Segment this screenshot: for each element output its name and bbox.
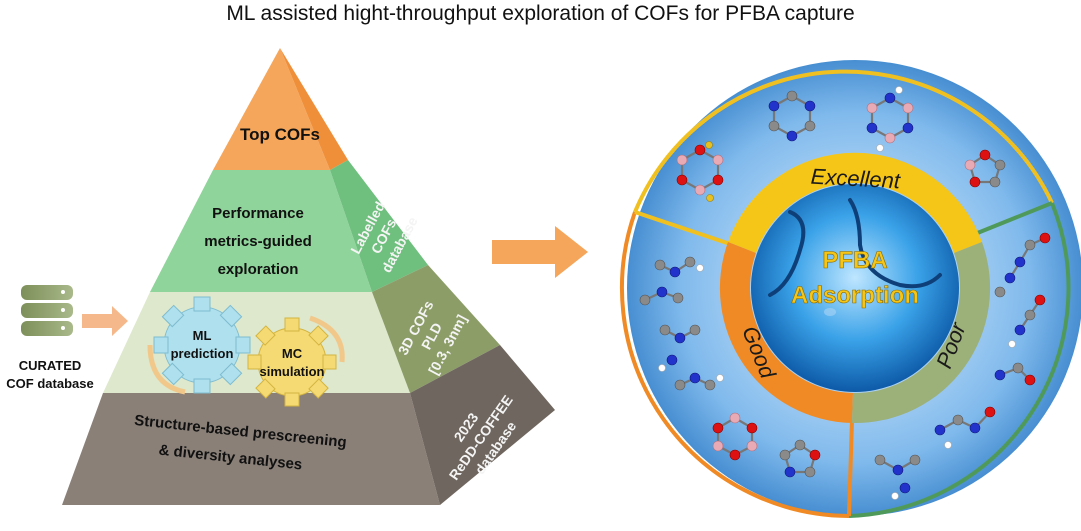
pyramid-level3-front <box>103 292 410 393</box>
pyramid-top-label: Top COFs <box>240 125 320 144</box>
cycle-arrow-right <box>309 315 345 363</box>
good-segment-border <box>619 211 850 518</box>
poor-segment-border <box>848 202 1071 518</box>
gear-mc-line1: MC <box>282 346 303 361</box>
database-label-line1: CURATED <box>19 358 82 373</box>
good-ring <box>719 242 853 423</box>
molecule-poor-3 <box>994 362 1036 386</box>
pfba-chain-left <box>768 210 806 297</box>
molecule-poor-4 <box>934 406 996 449</box>
excellent-segment-border <box>633 69 1054 213</box>
molecule-excellent-2 <box>866 86 914 152</box>
center-line1: PFBA <box>822 247 887 274</box>
mc-gear-icon <box>247 317 337 407</box>
excellent-ring <box>728 152 982 253</box>
pyramid-level2-side <box>330 160 428 292</box>
page-title: ML assisted hight-throughput exploration… <box>226 2 855 25</box>
pyramid-level2-line1: Performance <box>212 205 304 222</box>
adsorption-wheel <box>619 60 1081 518</box>
pyramid-level2-line2: metrics-guided <box>204 233 312 250</box>
gear-ml-line2: prediction <box>171 346 234 361</box>
gear-mc-line2: simulation <box>259 364 324 379</box>
center-line2: Adsorption <box>791 282 919 309</box>
database-icon <box>21 285 73 336</box>
molecule-poor-2 <box>1008 294 1046 348</box>
pyramid-top-side <box>280 48 348 170</box>
pyramid-base-front <box>62 393 440 505</box>
molecule-poor-1 <box>994 232 1051 298</box>
cycle-arrow-left <box>147 344 186 395</box>
poor-ring <box>852 242 991 424</box>
arrow-into-pyramid <box>82 306 128 336</box>
pyramid-level2-line3: exploration <box>218 261 299 278</box>
pyramid-level3-side <box>372 265 500 393</box>
pfba-chain-right <box>848 198 942 289</box>
gear-ml-line1: ML <box>193 328 212 343</box>
molecule-good-4 <box>712 412 758 461</box>
molecule-good-2 <box>658 324 701 372</box>
pyramid-level2-front <box>150 170 372 292</box>
pyramid-top-front <box>213 48 330 170</box>
molecule-excellent-4 <box>676 141 724 202</box>
ml-gear-icon <box>153 296 251 394</box>
big-arrow <box>492 226 588 278</box>
molecule-excellent-1 <box>768 90 816 142</box>
molecule-good-1 <box>639 256 704 306</box>
pyramid-base-side <box>410 345 555 505</box>
excellent-label: Excellent <box>810 164 901 194</box>
molecule-good-5 <box>779 439 821 478</box>
molecule-excellent-3 <box>964 149 1006 188</box>
molecule-good-3 <box>674 372 724 391</box>
molecule-poor-5 <box>874 454 921 500</box>
database-label-line2: COF database <box>6 376 93 391</box>
